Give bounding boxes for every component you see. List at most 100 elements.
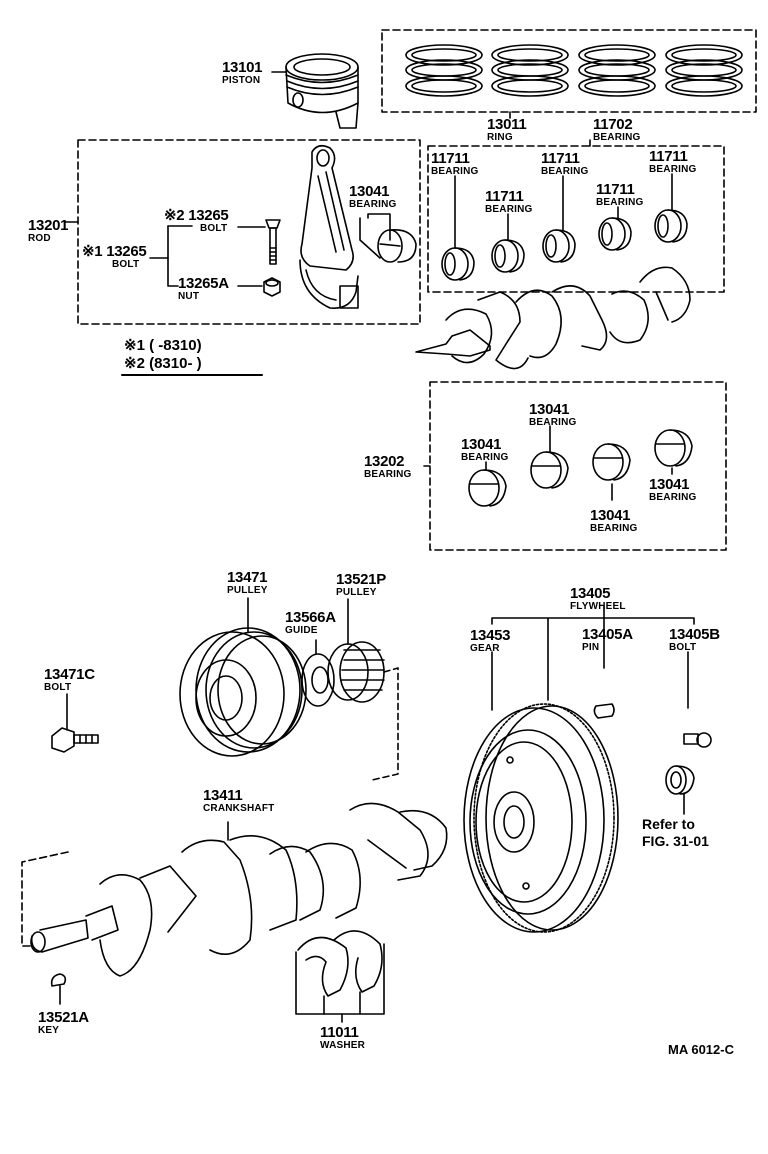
piston-drawing bbox=[271, 53, 359, 129]
rod-nut-drawing bbox=[263, 277, 281, 297]
label-rod-nut: 13265A NUT bbox=[178, 276, 229, 302]
part-number: 13566A bbox=[285, 609, 336, 626]
label-main-bearing-5: 11711 BEARING bbox=[649, 149, 697, 175]
flywheel-drawing bbox=[463, 703, 619, 933]
rod-bearings-drawing bbox=[468, 425, 693, 507]
thrust-washer-drawing bbox=[295, 930, 385, 1023]
part-name: KEY bbox=[38, 1025, 60, 1036]
part-name: BOLT bbox=[669, 642, 697, 653]
part-name: CRANKSHAFT bbox=[203, 803, 275, 814]
part-name: WASHER bbox=[320, 1040, 366, 1051]
part-number: 13011 bbox=[487, 116, 527, 133]
label-ring: 13011 RING bbox=[487, 116, 527, 143]
label-guide: 13566A GUIDE bbox=[285, 610, 336, 636]
part-number: 13041 bbox=[461, 436, 502, 453]
part-name: BEARING bbox=[431, 166, 479, 177]
label-pulley-bolt: 13471C BOLT bbox=[44, 667, 95, 693]
part-number: 13265A bbox=[178, 275, 229, 292]
rod-bearing-drawing bbox=[377, 228, 417, 263]
part-name: BEARING bbox=[590, 523, 638, 534]
note-mark: ※2 bbox=[164, 207, 185, 224]
label-rod-bearing-d: 13041 BEARING bbox=[649, 477, 697, 503]
part-number: 13471C bbox=[44, 666, 95, 683]
label-rod-bolt-2: ※2 13265 BOLT bbox=[164, 207, 229, 234]
label-rod-bearing-c: 13041 BEARING bbox=[590, 508, 638, 534]
part-name: BEARING bbox=[349, 199, 397, 210]
diagram-code: MA 6012-C bbox=[668, 1042, 734, 1057]
label-flywheel-pin: 13405A PIN bbox=[582, 627, 633, 653]
part-number: 13041 bbox=[349, 183, 390, 200]
pulley-dash-lines bbox=[371, 667, 399, 781]
part-number: 13521P bbox=[336, 571, 386, 588]
part-name: PIN bbox=[582, 642, 600, 653]
part-name: BEARING bbox=[485, 204, 533, 215]
label-flywheel: 13405 FLYWHEEL bbox=[570, 586, 626, 612]
label-flywheel-bolt: 13405B BOLT bbox=[669, 627, 720, 653]
part-name: BEARING bbox=[364, 469, 412, 480]
label-rod-bolt-1: ※1 13265 BOLT bbox=[82, 243, 147, 270]
label-crank-pulley: 13471 PULLEY bbox=[227, 570, 268, 596]
part-number: 13041 bbox=[590, 507, 631, 524]
part-name: PULLEY bbox=[336, 587, 377, 598]
label-rod-bearing: 13041 BEARING bbox=[349, 184, 397, 210]
reference-note[interactable]: Refer to FIG. 31-01 bbox=[642, 817, 709, 848]
part-number: 13405B bbox=[669, 626, 720, 643]
part-name: BOLT bbox=[44, 682, 72, 693]
label-main-bearing-4: 11711 BEARING bbox=[596, 182, 644, 208]
label-timing-pulley: 13521P PULLEY bbox=[336, 572, 386, 598]
part-name: PULLEY bbox=[227, 585, 268, 596]
part-name: NUT bbox=[178, 291, 200, 302]
key-drawing bbox=[50, 973, 67, 1005]
part-number: 11711 bbox=[541, 150, 580, 167]
referenced-bearing-drawing bbox=[665, 765, 695, 815]
ring-set-box bbox=[381, 29, 757, 113]
label-thrust-washer: 11011 WASHER bbox=[320, 1025, 365, 1051]
guide-drawing bbox=[301, 639, 335, 707]
rod-box bbox=[77, 139, 421, 325]
part-number: 13201 bbox=[28, 217, 69, 234]
label-main-bearing-1: 11711 BEARING bbox=[431, 151, 479, 177]
part-number: 11011 bbox=[320, 1024, 359, 1041]
part-name: GEAR bbox=[470, 643, 500, 654]
part-name: BEARING bbox=[529, 417, 577, 428]
part-name: BEARING bbox=[649, 164, 697, 175]
part-number: 13521A bbox=[38, 1009, 89, 1026]
main-bearings-drawing bbox=[441, 173, 688, 281]
label-rod-bearing-a: 13041 BEARING bbox=[461, 437, 509, 463]
reference-line-1: Refer to bbox=[642, 816, 695, 832]
flywheel-bolt-drawing bbox=[683, 732, 712, 748]
part-name: GUIDE bbox=[285, 625, 318, 636]
flywheel-bracket bbox=[491, 605, 695, 701]
note-2: ※2 (8310- ) bbox=[124, 355, 202, 372]
label-piston: 13101 PISTON bbox=[222, 59, 263, 86]
part-number: 13405A bbox=[582, 626, 633, 643]
part-number: 13411 bbox=[203, 787, 243, 804]
crankshaft-lower-drawing bbox=[30, 802, 448, 977]
rod-bearings-box bbox=[429, 381, 727, 551]
label-rod: 13201 ROD bbox=[28, 217, 69, 244]
rod-bolt-drawing bbox=[265, 219, 281, 265]
part-number: 13453 bbox=[470, 627, 511, 644]
label-rod-bearing-b: 13041 BEARING bbox=[529, 402, 577, 428]
crankshaft-upper-drawing bbox=[415, 266, 691, 370]
part-number: 11711 bbox=[485, 188, 524, 205]
part-name: ROD bbox=[28, 233, 51, 244]
part-number: 13265 bbox=[106, 243, 147, 260]
part-number: 13265 bbox=[188, 207, 229, 224]
part-number: 13471 bbox=[227, 569, 268, 586]
part-number: 11711 bbox=[649, 148, 688, 165]
part-number: 13202 bbox=[364, 453, 405, 470]
note-mark: ※1 bbox=[82, 243, 103, 260]
part-number: 13101 bbox=[222, 59, 263, 76]
part-name: BEARING bbox=[649, 492, 697, 503]
timing-pulley-drawing bbox=[327, 598, 385, 703]
part-name: BOLT bbox=[112, 259, 140, 270]
pulley-bolt-drawing bbox=[51, 693, 99, 753]
reference-line-2: FIG. 31-01 bbox=[642, 833, 709, 849]
label-ring-gear: 13453 GEAR bbox=[470, 627, 511, 654]
label-main-bearing-set: 11702 BEARING bbox=[593, 117, 641, 143]
note-1: ※1 ( -8310) bbox=[124, 337, 202, 354]
part-name: BOLT bbox=[200, 223, 228, 234]
crank-pulley-drawing bbox=[179, 597, 307, 757]
